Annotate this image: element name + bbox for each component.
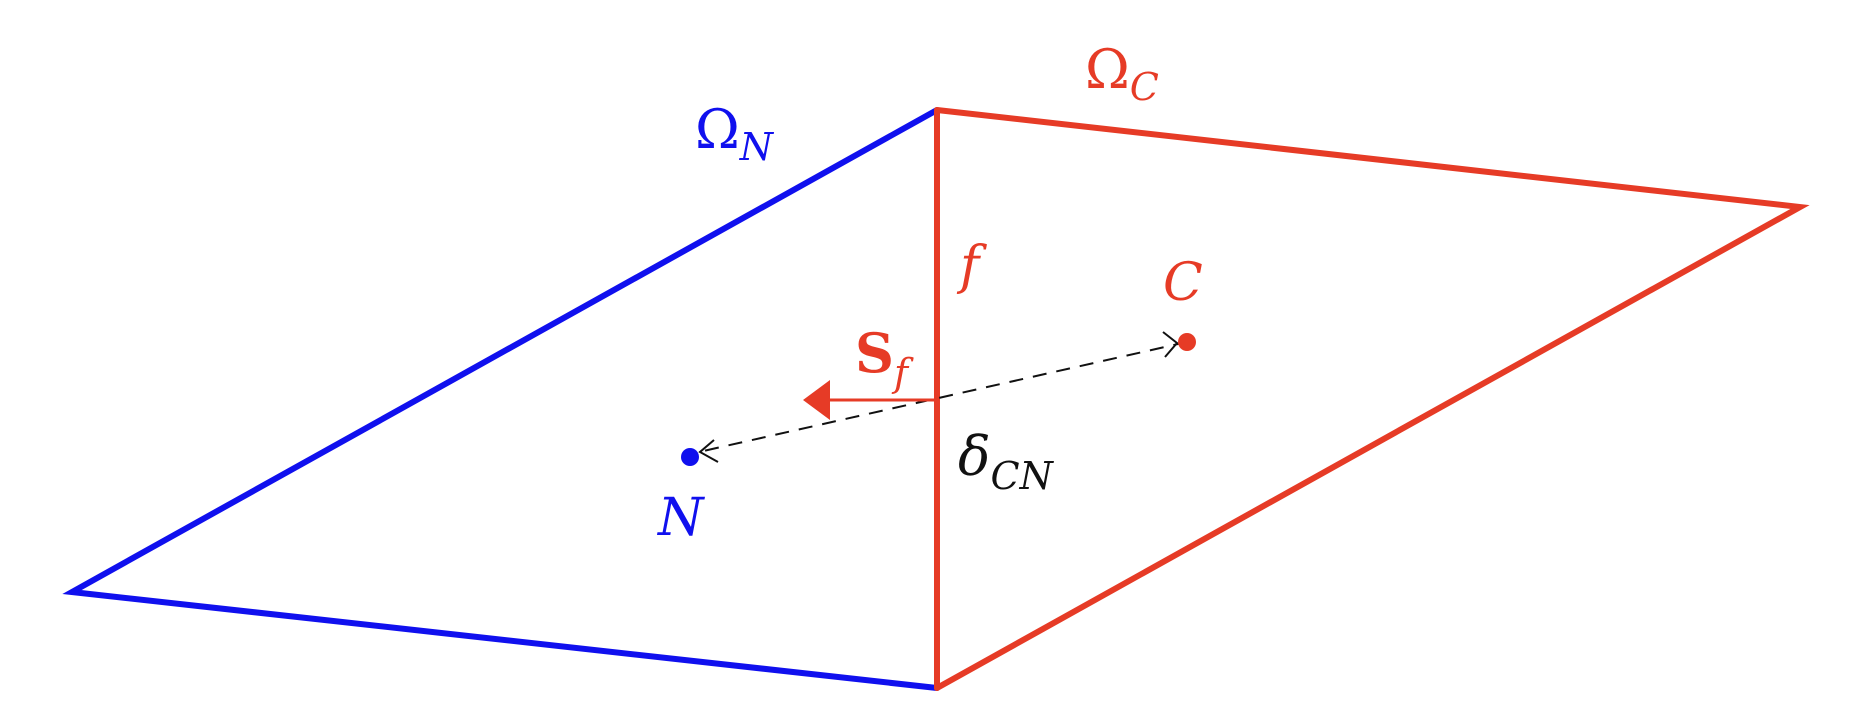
face-label: f — [956, 236, 987, 296]
point-c-label: C — [1163, 253, 1203, 313]
omega-n-label: ΩN — [695, 98, 775, 169]
surface-vector-arrowhead — [803, 380, 830, 420]
neighbor-cell-boundary — [62, 107, 940, 691]
delta-cn-label: δCN — [958, 425, 1055, 498]
surface-vector-label: Sf — [855, 321, 914, 395]
connector-arrowhead-c — [1162, 331, 1179, 358]
point-n-label: N — [656, 488, 705, 548]
omega-c-label: ΩC — [1085, 38, 1159, 109]
neighbor-centroid-dot — [681, 448, 699, 466]
connector-arrowhead-n — [698, 439, 719, 463]
owner-cell-boundary — [934, 107, 1810, 691]
cn-connector-dashed — [689, 341, 1188, 455]
owner-centroid-dot — [1178, 333, 1196, 351]
